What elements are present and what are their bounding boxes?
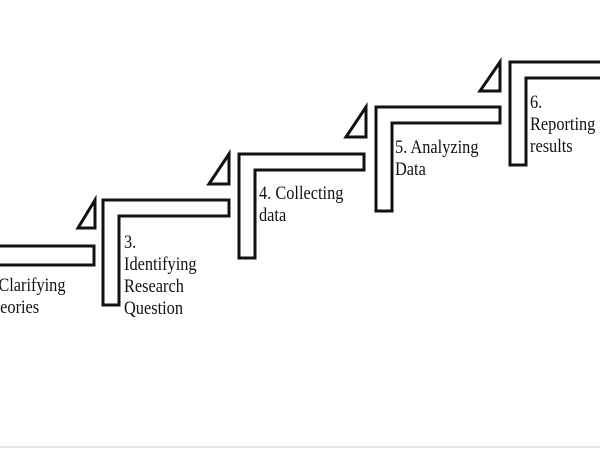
step-2-label: 2. Clarifying Theories <box>0 275 66 318</box>
step-6-label: 6. Reporting results <box>530 92 596 157</box>
step-4-label: 4. Collecting data <box>259 183 344 226</box>
step-4-shape <box>206 149 366 260</box>
step-3-shape <box>75 194 231 307</box>
step-2-shape <box>0 244 96 267</box>
step-5-arrow-triangle <box>343 102 368 139</box>
step-4-arrow-triangle <box>206 149 231 186</box>
step-5-label: 5. Analyzing Data <box>395 137 479 180</box>
step-3-arrow-triangle <box>75 194 97 230</box>
step-6-shape <box>477 57 600 167</box>
step-5-shape <box>343 102 502 213</box>
bottom-divider <box>0 446 600 448</box>
step-3-label: 3. Identifying Research Question <box>124 232 197 319</box>
step-6-arrow-triangle <box>477 57 502 93</box>
